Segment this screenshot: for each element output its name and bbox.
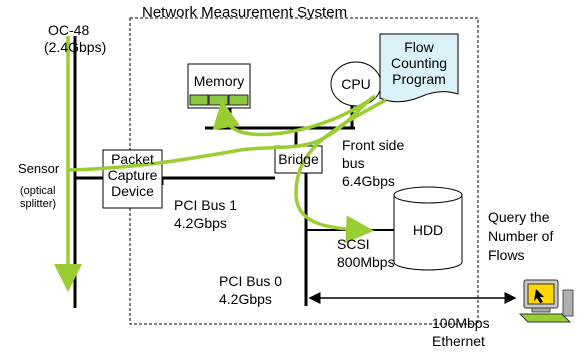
flow-arrow-to-hdd <box>294 98 387 244</box>
program-line3: Program <box>392 71 446 87</box>
capture-device-label: Packet Capture Device <box>103 151 162 199</box>
capture-device-line2: Capture <box>107 167 158 183</box>
memory-cell <box>208 94 229 106</box>
capture-device-line3: Device <box>111 183 154 199</box>
pci0-line2: 4.2Gbps <box>219 291 272 307</box>
capture-device-line1: Packet <box>111 151 154 167</box>
hdd-label: HDD <box>412 222 444 238</box>
program-line1: Flow <box>404 39 434 55</box>
scsi-line1: SCSI <box>337 236 370 252</box>
pci0-line1: PCI Bus 0 <box>219 273 283 289</box>
fsb-line1: Front side <box>342 137 405 153</box>
flow-arrow-program-to-memory <box>212 94 377 137</box>
sensor-note-1: (optical <box>20 185 56 197</box>
sensor-note-2: splitter) <box>20 198 57 210</box>
memory-cell <box>228 94 249 106</box>
fsb-line3: 6.4Gbps <box>342 173 395 189</box>
pci1-line1: PCI Bus 1 <box>174 197 238 213</box>
hdd-cylinder-top <box>393 186 463 204</box>
hdd-cylinder <box>393 195 463 271</box>
program-label: Flow Counting Program <box>380 39 458 87</box>
ethernet-line1: 100Mbps <box>432 315 490 331</box>
ethernet-line2: Ethernet <box>432 333 485 349</box>
scsi-line2: 800Mbps <box>337 254 395 270</box>
query-line2: Number of <box>488 228 554 244</box>
computer-terminal-icon <box>518 279 574 323</box>
capture-device-box <box>102 149 163 209</box>
oc48-rate: (2.4Gbps) <box>44 39 107 55</box>
system-title: Network Measurement System <box>142 4 348 21</box>
query-line3: Flows <box>488 247 525 263</box>
memory-cell <box>189 94 209 106</box>
bridge-label: Bridge <box>278 151 319 167</box>
program-line2: Counting <box>390 55 448 71</box>
fsb-line2: bus <box>342 155 365 171</box>
oc48-label: OC-48 <box>48 22 90 38</box>
pci1-line2: 4.2Gbps <box>174 215 227 231</box>
query-line1: Query the <box>488 209 550 225</box>
cpu-label: CPU <box>341 76 371 92</box>
program-document <box>379 33 459 103</box>
bridge-box <box>274 145 323 174</box>
sensor-label: Sensor <box>18 161 60 176</box>
memory-label: Memory <box>193 73 245 89</box>
